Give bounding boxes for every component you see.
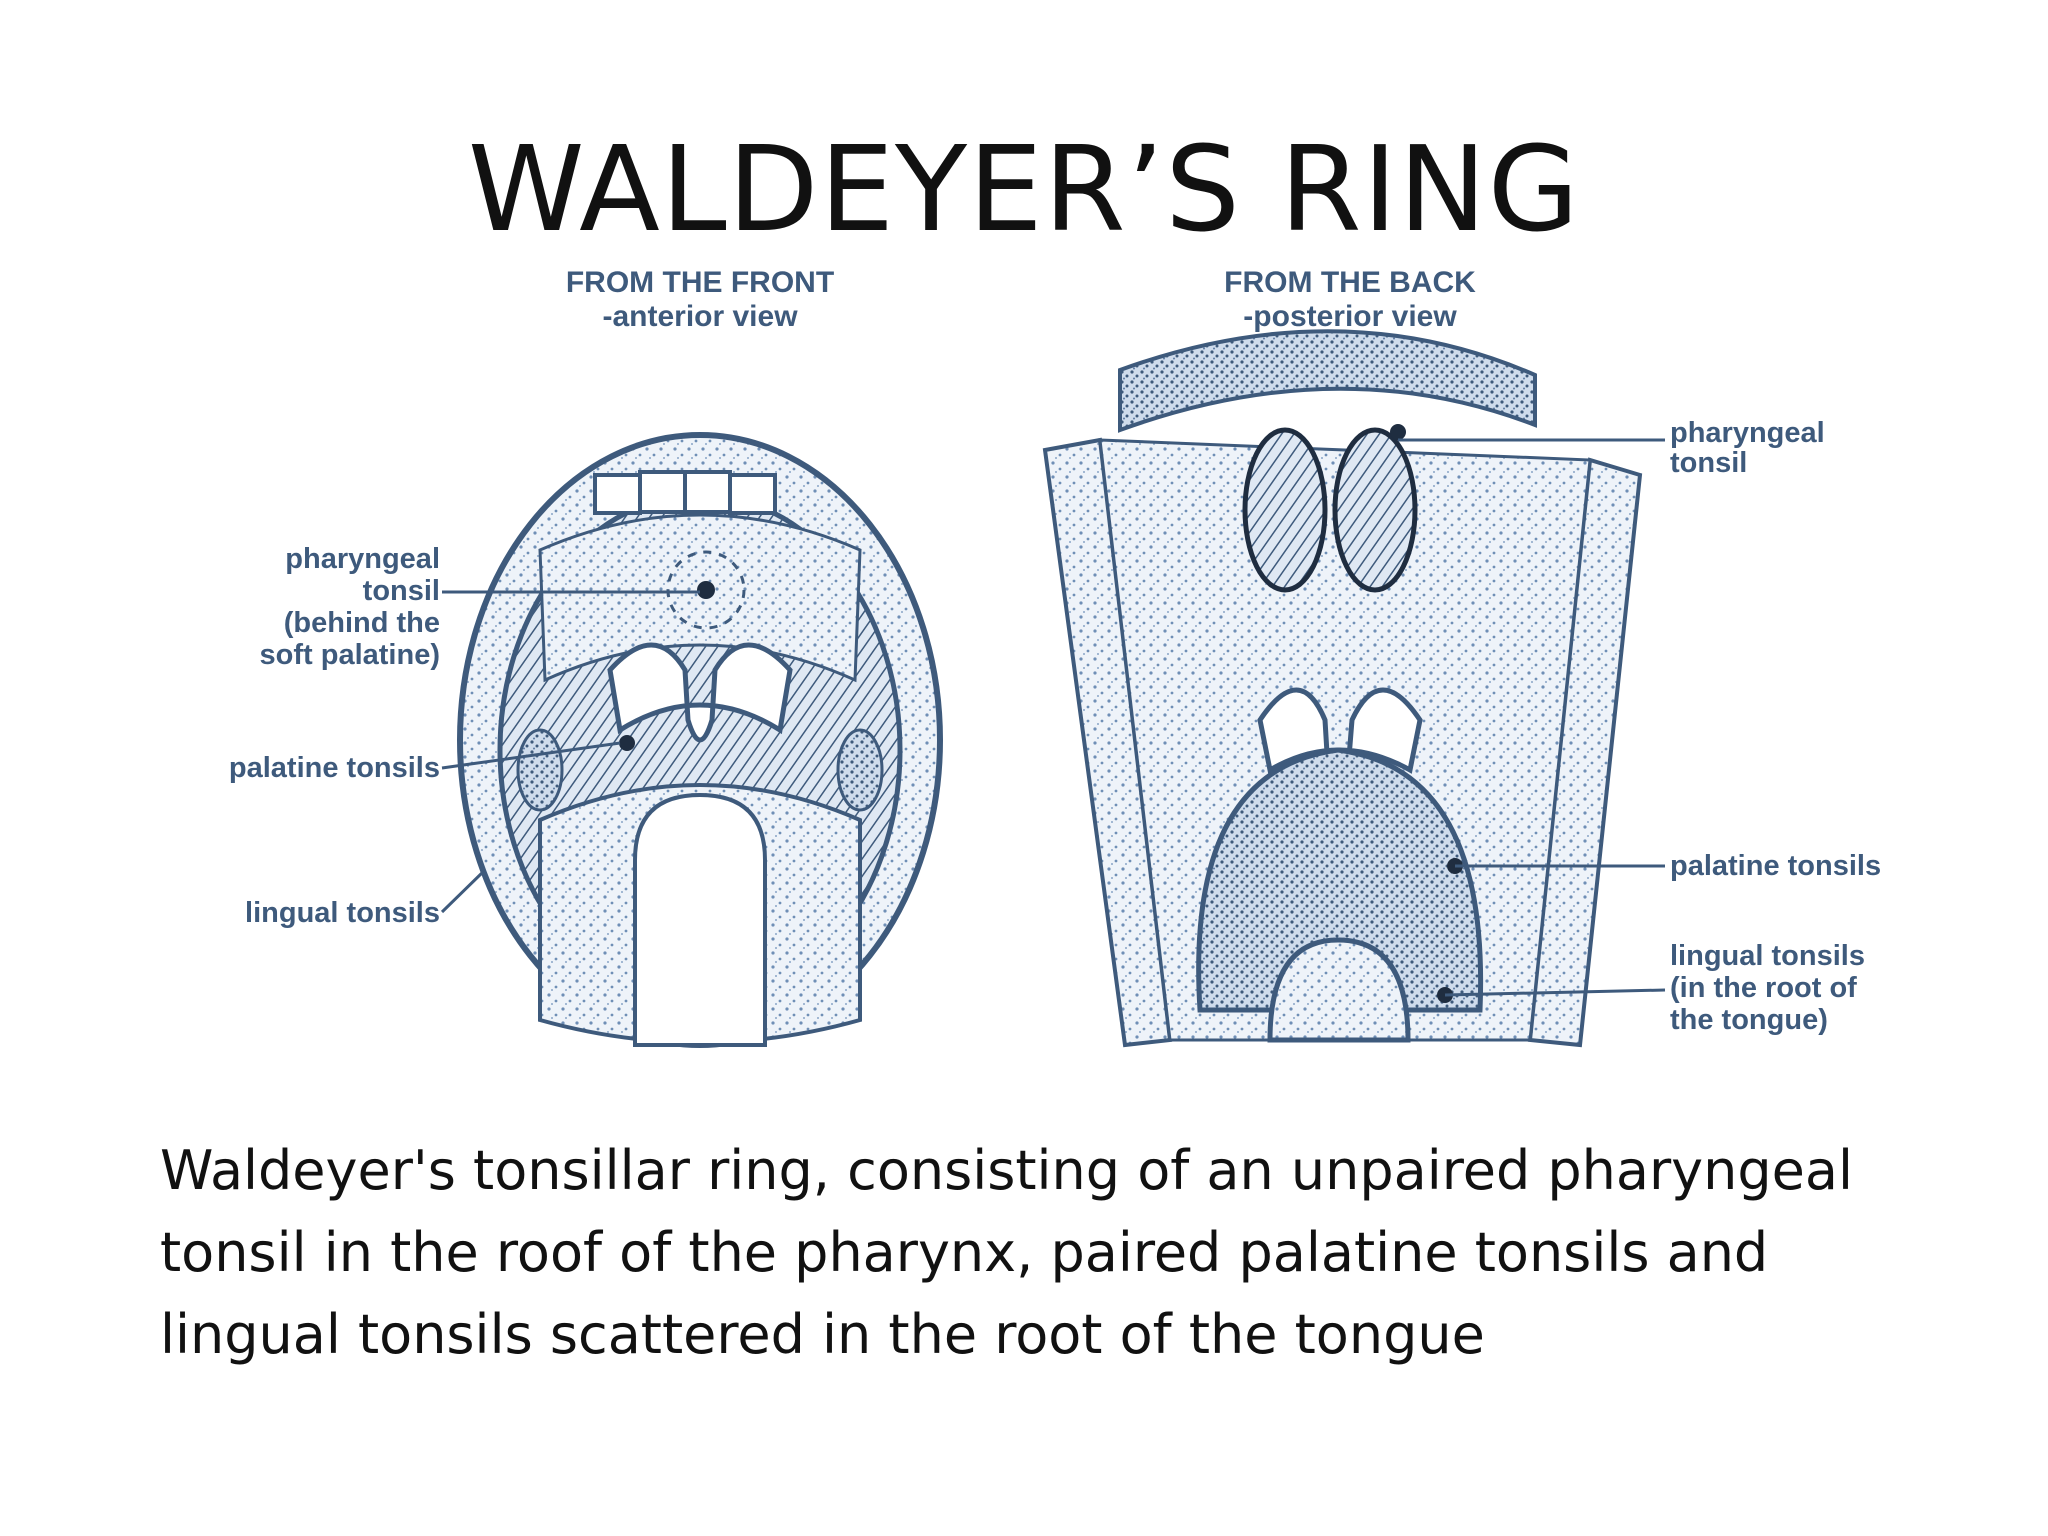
front-label-palatine: palatine tonsils [229, 752, 440, 784]
back-subheading: -posterior view [1243, 300, 1457, 333]
skull-base [1118, 329, 1537, 433]
choana-right [1332, 427, 1418, 593]
upper-teeth [593, 470, 777, 515]
back-oral-opening [1196, 747, 1484, 1013]
slide-title: WALDEYER’S RING [467, 120, 1581, 258]
front-heading: FROM THE FRONT [566, 266, 834, 299]
uvula [607, 642, 793, 743]
back-labels: pharyngeal tonsil palatine tonsils lingu… [1398, 417, 1881, 1036]
front-palatine-tonsil-right [836, 728, 884, 812]
back-heading: FROM THE BACK [1224, 266, 1476, 299]
front-subheading: -anterior view [602, 300, 798, 333]
back-label-lingual-3: the tongue) [1670, 1004, 1828, 1036]
front-pharyngeal-tonsil-marker [697, 581, 715, 599]
front-label-lingual: lingual tonsils [245, 897, 440, 929]
tongue-depressor [633, 792, 767, 1047]
front-label-pharyngeal-3: (behind the [284, 607, 440, 639]
back-label-lingual-1: lingual tonsils [1670, 940, 1865, 972]
front-label-pharyngeal-2: tonsil [363, 575, 440, 607]
back-label-pharyngeal-1: pharyngeal [1670, 417, 1825, 449]
front-label-pharyngeal-4: soft palatine) [260, 639, 440, 671]
front-label-pharyngeal-1: pharyngeal [285, 543, 440, 575]
front-palatine-tonsil-left [516, 728, 564, 812]
diagram-svg: FROM THE FRONT -anterior view [229, 266, 1881, 1048]
back-view: FROM THE BACK -posterior view [1042, 266, 1881, 1048]
back-label-lingual-2: (in the root of [1670, 972, 1857, 1004]
front-view: FROM THE FRONT -anterior view [229, 266, 943, 1048]
epiglottis [1267, 937, 1411, 1043]
back-label-pharyngeal-2: tonsil [1670, 447, 1747, 479]
waldeyer-ring-diagram: FROM THE FRONT -anterior view [140, 250, 1940, 1080]
front-labels: pharyngeal tonsil (behind the soft palat… [229, 543, 700, 929]
back-label-palatine: palatine tonsils [1670, 850, 1881, 882]
choana-left [1242, 427, 1328, 593]
slide-caption: Waldeyer's tonsillar ring, consisting of… [160, 1139, 1853, 1366]
back-pharyngeal-tonsil-marker [1390, 424, 1406, 440]
